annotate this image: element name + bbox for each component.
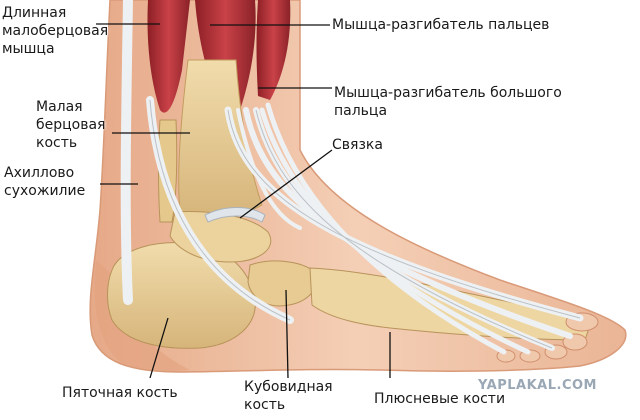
- label-line: Ахиллово: [4, 165, 75, 181]
- label-line: малоберцовая: [2, 23, 109, 39]
- label-line: Связка: [332, 137, 383, 153]
- label-line: Длинная: [2, 5, 67, 21]
- label-line: кость: [36, 135, 78, 151]
- toes: [496, 312, 599, 363]
- label-line: Пяточная кость: [62, 385, 178, 401]
- label-ligament: Связка: [332, 136, 383, 154]
- label-fibula: Малая берцовая кость: [36, 98, 105, 152]
- muscle-left: [147, 0, 190, 113]
- label-calcaneus: Пяточная кость: [62, 384, 178, 402]
- label-line: кость: [244, 397, 286, 413]
- label-peroneus-longus: Длинная малоберцовая мышца: [2, 4, 108, 58]
- label-line: пальца: [334, 103, 388, 119]
- tendon-outlines: [149, 99, 581, 349]
- label-line: Плюсневые кости: [374, 391, 506, 407]
- label-metatarsals: Плюсневые кости: [374, 390, 505, 408]
- label-line: Малая: [36, 99, 83, 115]
- label-line: берцовая: [36, 117, 106, 133]
- label-line: сухожилие: [4, 183, 86, 199]
- label-line: Мышца-разгибатель пальцев: [332, 17, 550, 33]
- muscle-center: [195, 0, 256, 112]
- leader-lines: [96, 23, 391, 379]
- label-line: Мышца-разгибатель большого: [334, 85, 562, 101]
- label-extensor-digitorum: Мышца-разгибатель пальцев: [332, 16, 549, 34]
- label-extensor-hallucis: Мышца-разгибатель большого пальца: [334, 84, 562, 120]
- watermark: YAPLAKAL.COM: [478, 378, 597, 393]
- label-cuboid: Кубовидная кость: [244, 378, 333, 414]
- label-line: мышца: [2, 41, 55, 57]
- label-line: Кубовидная: [244, 379, 333, 395]
- label-achilles: Ахиллово сухожилие: [4, 164, 85, 200]
